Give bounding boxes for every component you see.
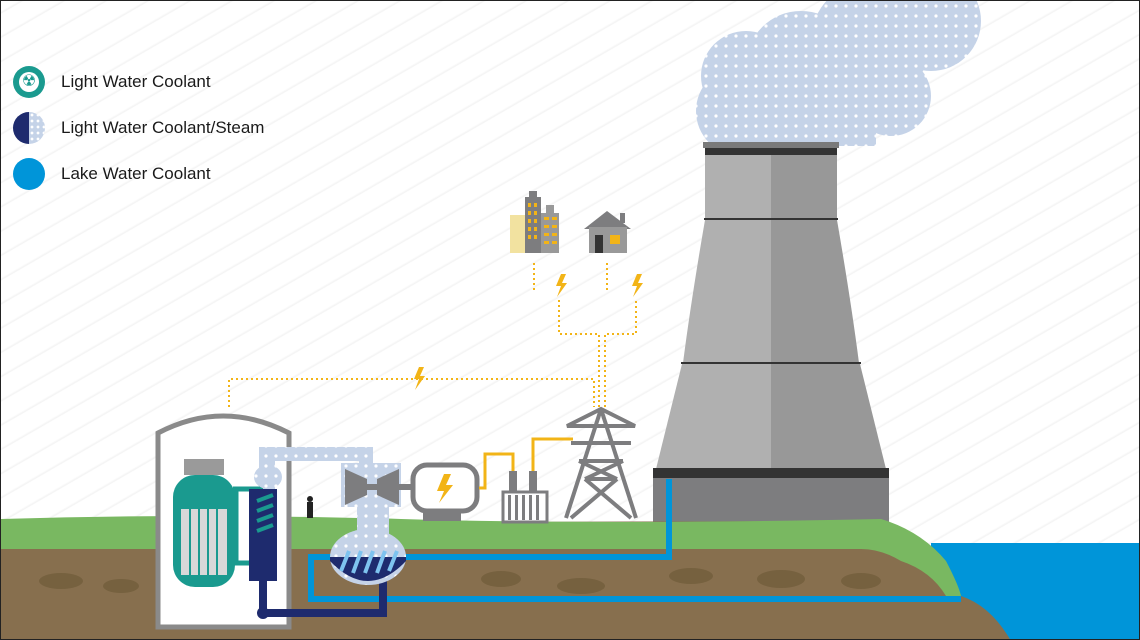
transmission-tower bbox=[564, 406, 638, 520]
house-icon bbox=[584, 211, 631, 253]
ground bbox=[1, 516, 1010, 639]
legend-label: Lake Water Coolant bbox=[61, 164, 211, 183]
reactor-vessel bbox=[173, 459, 263, 587]
generator bbox=[410, 462, 480, 521]
steam-cloud bbox=[696, 1, 981, 156]
steam-generator bbox=[249, 465, 387, 619]
cooling-tower bbox=[653, 142, 889, 523]
legend: ☢ Light Water Coolant Light Water Coolan… bbox=[13, 59, 264, 197]
legend-item-lake-water: Lake Water Coolant bbox=[13, 151, 264, 197]
dotted-power-lines bbox=[228, 263, 637, 407]
lightning-icons bbox=[414, 274, 643, 390]
legend-item-steam: Light Water Coolant/Steam bbox=[13, 105, 264, 151]
legend-label: Light Water Coolant/Steam bbox=[61, 118, 265, 137]
radiation-icon: ☢ bbox=[13, 66, 45, 98]
half-steam-icon bbox=[13, 112, 45, 144]
water-drop-icon bbox=[13, 158, 45, 190]
turbine bbox=[345, 469, 415, 505]
city-buildings-icon bbox=[510, 191, 559, 253]
legend-label: Light Water Coolant bbox=[61, 72, 211, 91]
power-lines bbox=[479, 437, 573, 490]
condenser bbox=[330, 529, 406, 585]
legend-item-light-water: ☢ Light Water Coolant bbox=[13, 59, 264, 105]
lake-coolant-pipes bbox=[308, 479, 961, 602]
person-icon bbox=[307, 496, 313, 518]
transformer bbox=[501, 471, 549, 524]
